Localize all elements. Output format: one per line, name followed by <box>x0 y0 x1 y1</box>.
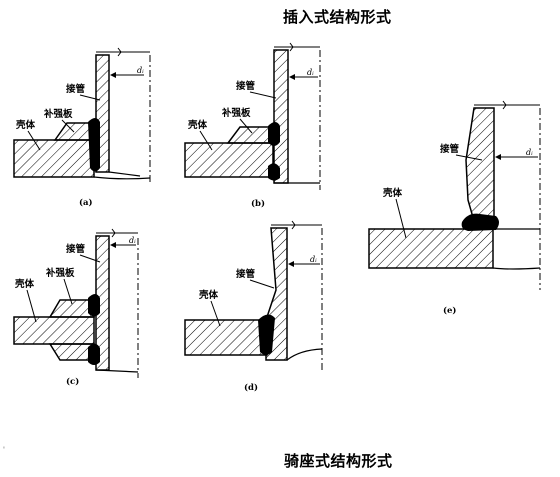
reinforcing-pad-a <box>53 122 95 141</box>
figure-b: dᵢ 接管 补强板 壳体 (b) <box>184 42 321 209</box>
caption-d: (d) <box>244 382 258 393</box>
label-shell-a: 壳体 <box>15 119 36 131</box>
nozzle-wall-c <box>95 235 110 371</box>
figure-d: dᵢ 接管 壳体 (d) <box>184 220 323 393</box>
figure-e: dᵢ 接管 壳体 (e) <box>368 100 541 316</box>
reinforcing-pad-b <box>226 126 274 144</box>
weld-c-top <box>88 294 100 317</box>
weld-b <box>268 122 280 146</box>
label-shell-b: 壳体 <box>187 119 208 131</box>
weld-c-bottom <box>88 343 100 365</box>
dim-label-d: dᵢ <box>310 255 317 264</box>
label-pad-c: 补强板 <box>45 267 75 279</box>
shell-wall-d <box>184 319 268 356</box>
nozzle-wall-b <box>273 49 289 184</box>
title-insert-type: 插入式结构形式 <box>283 8 392 26</box>
label-pad-a: 补强板 <box>43 108 73 120</box>
nozzle-wall-e <box>465 107 495 222</box>
label-nozzle-e: 接管 <box>440 143 460 155</box>
stray-mark: ' <box>3 446 5 454</box>
reinforcing-pad-c-bottom <box>48 343 95 361</box>
weld-e <box>461 213 499 231</box>
label-nozzle-d: 接管 <box>236 268 256 280</box>
weld-d <box>258 314 275 355</box>
caption-e: (e) <box>443 305 456 316</box>
dim-label-e: dᵢ <box>526 148 533 157</box>
label-nozzle-b: 接管 <box>236 80 256 92</box>
figure-a: dᵢ 接管 补强板 壳体 (a) <box>13 47 151 208</box>
dim-label-b: dᵢ <box>307 68 314 77</box>
dim-label-c: dᵢ <box>129 236 136 245</box>
caption-a: (a) <box>79 197 93 208</box>
shell-wall-e <box>368 224 494 269</box>
label-shell-d: 壳体 <box>198 289 219 301</box>
shell-wall-a <box>13 139 95 178</box>
caption-b: (b) <box>251 198 265 209</box>
label-shell-c: 壳体 <box>14 278 35 290</box>
label-pad-b: 补强板 <box>221 107 251 119</box>
caption-c: (c) <box>66 376 79 387</box>
label-shell-e: 壳体 <box>382 187 403 199</box>
label-nozzle-c: 接管 <box>66 243 86 255</box>
label-nozzle-a: 接管 <box>66 83 86 95</box>
shell-wall-c <box>13 316 95 345</box>
shell-wall-b <box>184 142 274 178</box>
dim-label-a: dᵢ <box>137 66 144 75</box>
weld-a <box>88 118 100 172</box>
title-set-on-type: 骑座式结构形式 <box>284 452 393 470</box>
figure-c: dᵢ 接管 补强板 壳体 (c) <box>13 228 139 387</box>
